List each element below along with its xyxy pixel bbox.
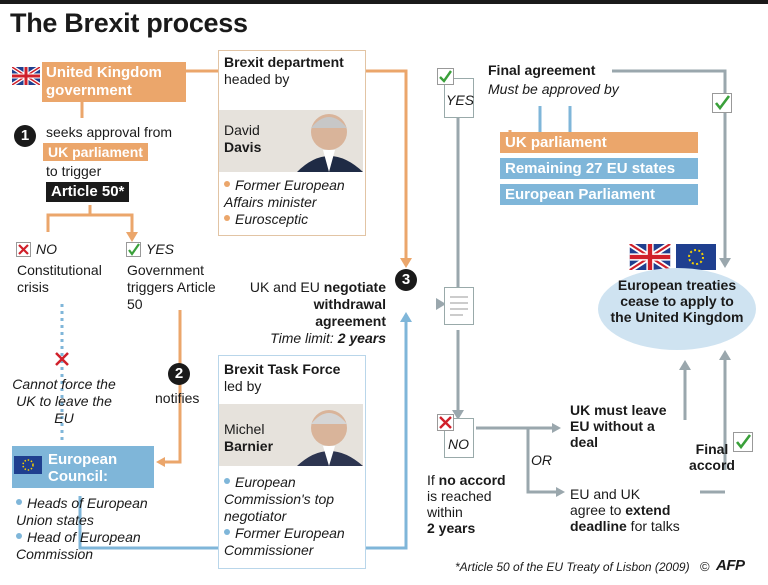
barnier-bullet2: Former European Commissioner: [224, 525, 360, 559]
copyright-symbol: ©: [700, 559, 710, 574]
davis-last-name: Davis: [224, 139, 262, 155]
footnote: *Article 50 of the EU Treaty of Lisbon (…: [455, 560, 690, 574]
step3-time-value: 2 years: [337, 330, 386, 346]
eu-treaties-text: European treaties cease to apply to the …: [610, 277, 744, 325]
or-label: OR: [531, 452, 552, 468]
final-agreement-check-icon: [712, 93, 732, 118]
no-accord-reached: is reached within: [427, 488, 492, 520]
step3-number: 3: [395, 269, 417, 291]
approver-eu27: Remaining 27 EU states: [500, 158, 698, 179]
step1-to-trigger: to trigger: [46, 163, 102, 179]
red-cross-icon: [16, 242, 31, 262]
no-accord-text: If no accord is reached within 2 years: [427, 472, 517, 536]
agreement-document-icon: [444, 287, 474, 325]
final-yes-label: YES: [446, 92, 475, 108]
davis-bullet1: Former European Affairs minister: [224, 177, 360, 211]
step3-line1: UK and EU: [249, 279, 324, 295]
final-accord-label: Final accord: [689, 441, 735, 473]
final-agreement-sub: Must be approved by: [488, 81, 619, 97]
no-accord-if: If: [427, 472, 439, 488]
approver-european-parliament: European Parliament: [500, 184, 698, 205]
extend-line3: for talks: [626, 518, 680, 534]
uk-flag-icon: [10, 65, 42, 90]
constitutional-crisis: Constitutional crisis: [17, 262, 102, 295]
yes-label: YES: [146, 241, 175, 257]
outcome-no-deal: UK must leave EU without a deal: [570, 402, 667, 450]
no-accord-time: 2 years: [427, 520, 476, 536]
final-agreement-heading: Final agreement: [488, 62, 596, 78]
extend-deadline: deadline: [570, 518, 627, 534]
davis-first-name: David: [224, 122, 260, 138]
uk-government-box: United Kingdom government: [42, 62, 186, 102]
extend-line1: EU and UK: [570, 486, 641, 502]
brexit-dept-title: Brexit department: [224, 54, 344, 70]
led-by: led by: [224, 378, 262, 394]
no-accord-bold: no accord: [438, 472, 506, 488]
uk-government-label: United Kingdom government: [46, 64, 162, 99]
outcome-extend: EU and UK agree to extend deadline for t…: [570, 486, 700, 534]
barnier-last-name: Barnier: [224, 438, 274, 454]
barnier-bullet1: European Commission's top negotiator: [224, 474, 360, 525]
cannot-force-text: Cannot force the UK to leave the EU: [12, 376, 116, 426]
step1-uk-parliament: UK parliament: [43, 143, 148, 161]
david-davis-name: David Davis: [224, 122, 261, 156]
council-bullet2: Head of European Commission: [16, 529, 166, 563]
task-force-heading: Brexit Task Force led by: [224, 361, 364, 395]
extend-bold: extend: [625, 502, 671, 518]
step3-withdrawal: withdrawal agreement: [313, 296, 386, 329]
notifies-label: notifies: [155, 390, 200, 406]
top-bar: [0, 0, 768, 4]
page-title: The Brexit process: [10, 8, 248, 38]
davis-bullet2: Eurosceptic: [224, 211, 360, 228]
red-x-icon: [54, 351, 70, 372]
yes-check-icon: [437, 68, 454, 90]
approver-uk-parliament: UK parliament: [500, 132, 698, 153]
no-label: NO: [36, 241, 57, 257]
step2-number: 2: [168, 363, 190, 385]
government-triggers: Government triggers Article 50: [127, 262, 216, 312]
eu-flag-icon-2: [676, 244, 716, 275]
eu-flag-icon: [14, 456, 42, 479]
article50-box: Article 50*: [46, 182, 130, 202]
task-force-title: Brexit Task Force: [224, 361, 341, 377]
step3-time-label: Time limit:: [270, 330, 338, 346]
no-accord-no-label: NO: [448, 436, 469, 452]
michel-barnier-name: Michel Barnier: [224, 421, 273, 455]
afp-logo: AFP: [716, 557, 745, 574]
step1-seeks: seeks approval from: [46, 124, 173, 140]
extend-line2: agree to: [570, 502, 626, 518]
final-accord-check-icon: [733, 432, 753, 457]
step1-number: 1: [14, 125, 36, 147]
green-check-icon: [126, 242, 141, 262]
eu-treaties-ellipse: [598, 268, 756, 350]
step3-negotiate: negotiate: [323, 279, 386, 295]
uk-flag-icon-2: [628, 241, 672, 275]
no-cross-icon: [437, 414, 454, 436]
step3-text: UK and EU negotiate withdrawal agreement…: [240, 279, 386, 347]
david-davis-photo: [219, 110, 363, 172]
european-council-heading: European Council:: [48, 451, 118, 485]
michel-barnier-photo: [219, 404, 363, 466]
council-bullet1: Heads of European Union states: [16, 495, 166, 529]
barnier-first-name: Michel: [224, 421, 265, 437]
brexit-department-heading: Brexit department headed by: [224, 54, 364, 88]
headed-by: headed by: [224, 71, 290, 87]
